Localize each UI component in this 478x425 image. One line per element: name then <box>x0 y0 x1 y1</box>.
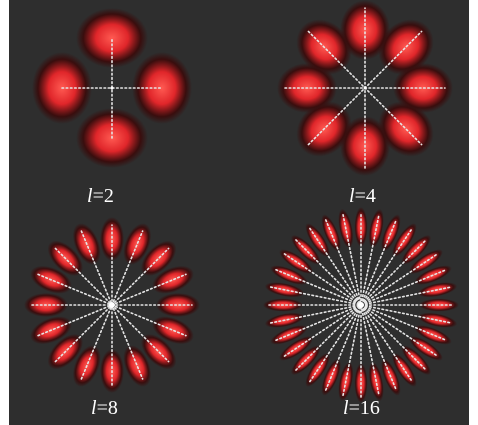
lobe-pattern-1 <box>32 8 192 168</box>
center-point <box>364 87 367 90</box>
lobe-pattern-2 <box>277 0 453 176</box>
lobe-pattern-figure: l=2 l=4 l=8 l=16 <box>9 0 469 425</box>
panel-label-4-suffix: =16 <box>349 397 380 419</box>
panel-label-1: l=2 <box>87 186 114 206</box>
panel-label-3: l=8 <box>91 398 118 418</box>
lobe-pattern-canvas <box>9 0 469 425</box>
panel-label-4: l=16 <box>343 398 380 418</box>
center-point <box>358 302 364 308</box>
lobe-pattern-4 <box>263 207 459 403</box>
panel-label-2: l=4 <box>349 186 376 206</box>
lobe-pattern-3 <box>24 217 200 393</box>
center-point <box>111 87 114 90</box>
panel-label-2-suffix: =4 <box>355 185 376 207</box>
panel-label-1-suffix: =2 <box>93 185 114 207</box>
panel-label-3-suffix: =8 <box>97 397 118 419</box>
center-point <box>109 302 115 308</box>
